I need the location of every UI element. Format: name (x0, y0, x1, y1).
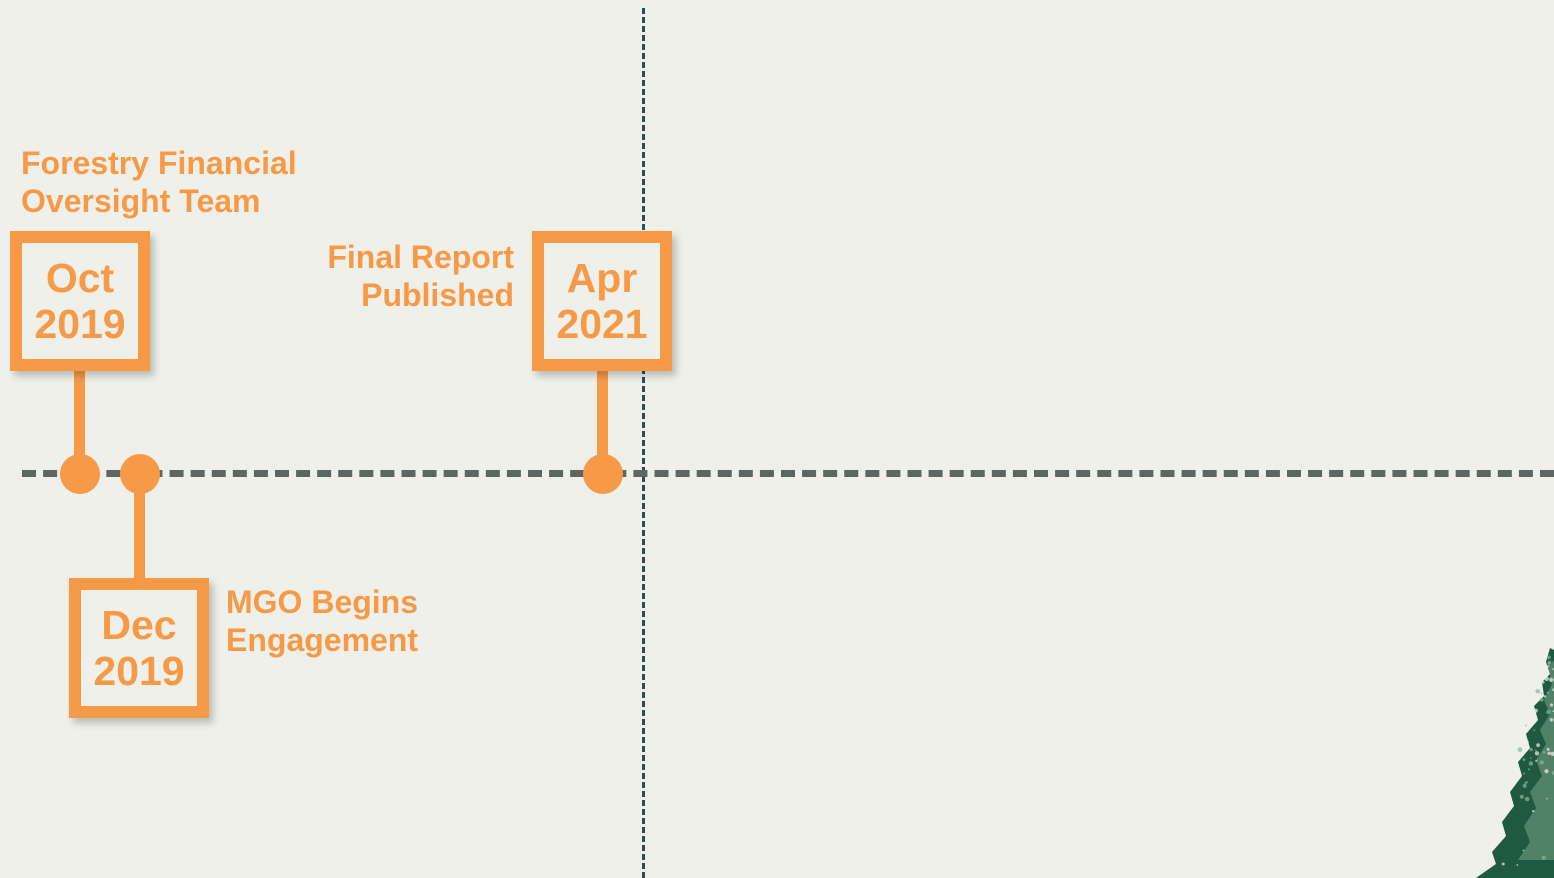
milestone-apr-2021-date-box: Apr 2021 (532, 231, 672, 371)
milestone-month: Dec (101, 602, 177, 648)
milestone-oct-2019-dot (60, 454, 100, 494)
milestone-dec-2019-stem (134, 482, 145, 586)
milestone-year: 2019 (34, 301, 126, 347)
milestone-label-line: Engagement (226, 622, 419, 658)
milestone-dec-2019-date-box: Dec 2019 (69, 578, 209, 718)
milestone-oct-2019-stem (74, 365, 85, 465)
milestone-year: 2019 (93, 648, 185, 694)
milestone-label-line: Forestry Financial (21, 145, 297, 181)
milestone-month: Apr (566, 255, 638, 301)
milestone-oct-2019-date-box: Oct 2019 (10, 231, 150, 371)
milestone-apr-2021-stem (597, 365, 608, 465)
milestone-oct-2019-label: Forestry Financial Oversight Team (21, 144, 297, 220)
milestone-apr-2021-label: Final Report Published (327, 238, 514, 314)
milestone-month: Oct (45, 255, 115, 301)
milestone-dec-2019-dot (120, 454, 160, 494)
timeline-axis (22, 470, 1554, 477)
milestone-apr-2021-dot (583, 454, 623, 494)
vertical-divider-line (642, 8, 645, 878)
milestone-label-line: MGO Begins (226, 584, 419, 620)
milestone-label-line: Final Report (327, 239, 514, 275)
milestone-dec-2019-label: MGO Begins Engagement (226, 583, 418, 659)
milestone-year: 2021 (556, 301, 648, 347)
evergreen-tree-icon (1476, 648, 1554, 878)
milestone-label-line: Published (361, 277, 514, 313)
milestone-label-line: Oversight Team (21, 183, 261, 219)
